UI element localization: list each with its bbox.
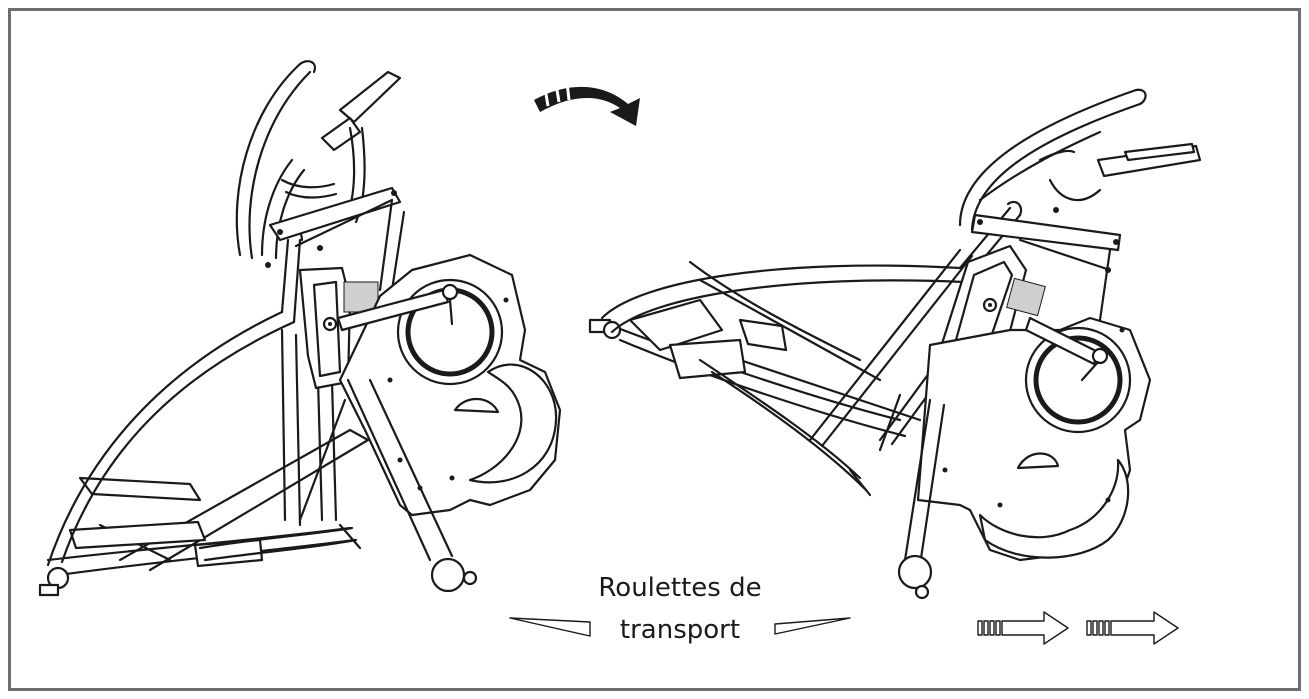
caption-pointer-left: [509, 617, 591, 637]
front-leg: [298, 378, 454, 562]
transport-wheel: [430, 557, 478, 593]
rear-handlebar: [235, 60, 338, 260]
motion-arrow-1: [977, 611, 1069, 645]
motion-arrow-2: [1086, 611, 1179, 645]
caption-pointer-right: [774, 617, 851, 635]
foot-pedal: [628, 298, 788, 380]
linkage-bar: [265, 186, 406, 292]
rear-handlebar: [958, 88, 1147, 232]
caption-transport-wheels-line-2: transport: [619, 615, 741, 645]
base-rail: [608, 260, 922, 438]
elliptical-trainer-upright: [38, 60, 562, 597]
curved-pedal-arm: [698, 358, 872, 497]
console-display: [1048, 142, 1202, 201]
rear-roller: [38, 566, 70, 597]
handle-arm: [46, 228, 304, 567]
caption-transport-wheels-line-1: Roulettes de: [598, 573, 762, 603]
rear-roller: [588, 318, 622, 340]
crank-arm: [336, 283, 459, 332]
linkage-bar: [970, 207, 1122, 322]
flywheel-housing: [338, 253, 562, 517]
upright-arm: [280, 328, 338, 527]
main-column: [938, 244, 1046, 352]
foot-pedal: [68, 476, 264, 568]
tilt-direction-arrow: [534, 81, 640, 126]
crank-arm: [1024, 316, 1109, 382]
transport-wheel: [897, 554, 933, 600]
front-leg: [878, 393, 946, 567]
elliptical-trainer-tilted: [588, 88, 1202, 600]
flywheel-housing: [916, 316, 1152, 562]
curved-pedal-arm: [198, 523, 362, 562]
